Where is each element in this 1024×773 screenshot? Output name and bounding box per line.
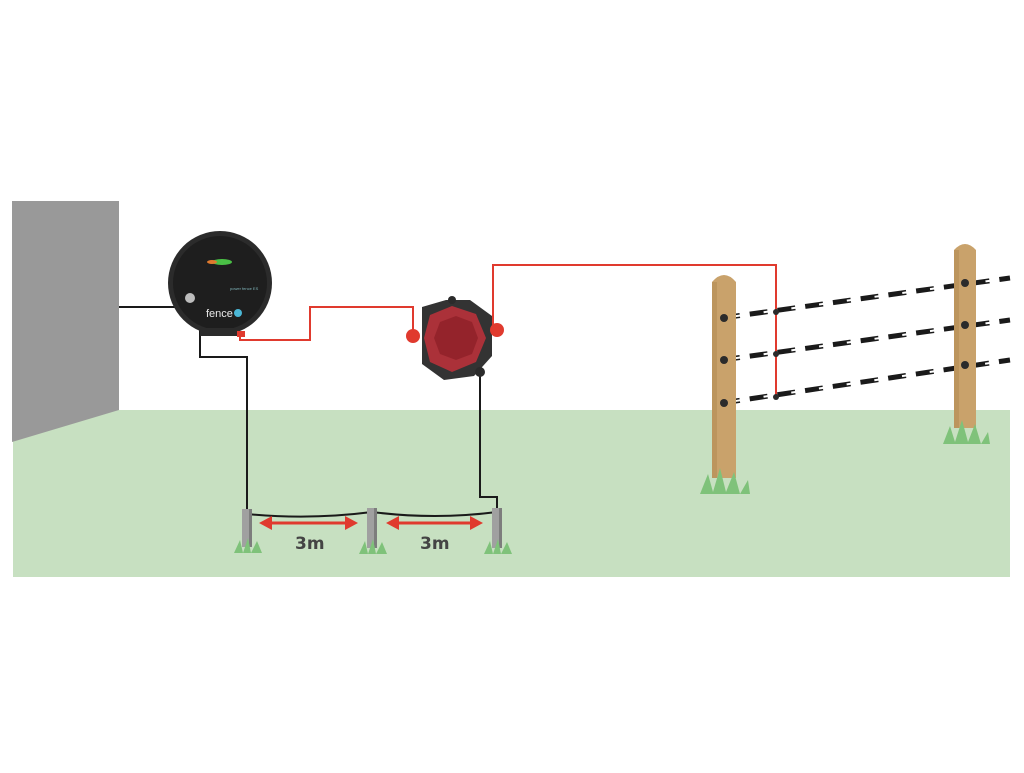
grass-tuft-icon — [359, 539, 387, 554]
distance-arrow-2 — [386, 516, 483, 530]
live-wire-diverter-to-fence — [492, 264, 777, 398]
distance-label-1: 3m — [295, 534, 325, 554]
ground-rod-icon — [242, 509, 252, 547]
lightning-diverter-icon — [406, 296, 504, 380]
energizer-brand-label: fence — [206, 308, 233, 320]
wooden-post-icon — [954, 244, 976, 428]
insulator-icon — [720, 279, 969, 407]
grass-tuft-icon — [700, 468, 750, 494]
distance-label-2: 3m — [420, 534, 450, 554]
wooden-post-icon — [712, 275, 736, 478]
grass-tuft-icon — [234, 538, 262, 553]
live-wire-energizer-to-diverter — [239, 306, 414, 341]
grass-tuft-icon — [484, 539, 512, 554]
ground-rod-icon — [367, 508, 377, 548]
grass-ground — [13, 410, 1010, 577]
diverter-earth-wire — [479, 372, 498, 512]
energizer-model-label: power fence ES — [230, 286, 259, 291]
ground-rod-icon — [492, 508, 502, 548]
grass-tuft-icon — [943, 420, 990, 444]
building-wall — [12, 201, 119, 442]
energizer-icon: power fence ES fence — [168, 231, 272, 337]
distance-arrow-1 — [259, 516, 358, 530]
